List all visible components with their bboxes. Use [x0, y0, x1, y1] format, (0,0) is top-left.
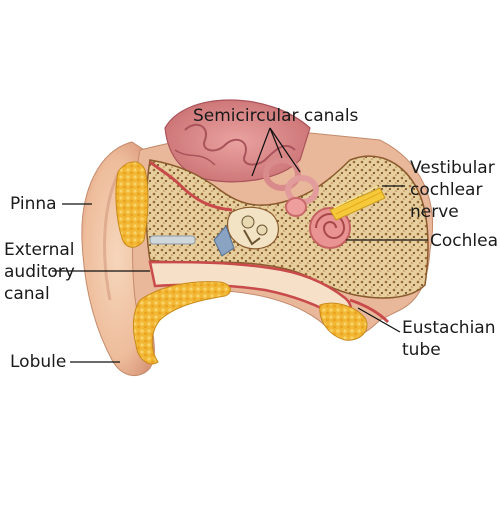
- label-cochlea: Cochlea: [430, 231, 498, 251]
- vestibular-nerve-shape: [329, 185, 386, 221]
- fatty-tissue-lower: [132, 281, 231, 365]
- label-semicircular-canals: Semicircular canals: [193, 106, 359, 126]
- middle-ear-cavity: [226, 206, 279, 250]
- label-external-line3: canal: [4, 284, 50, 304]
- label-eustachian-line2: tube: [402, 340, 441, 360]
- fatty-tissue-upper: [115, 161, 149, 248]
- fatty-tissue-right: [319, 302, 368, 341]
- label-vestibular-line2: cochlear: [410, 180, 483, 200]
- label-lobule: Lobule: [10, 352, 67, 372]
- label-eustachian-line1: Eustachian: [402, 318, 496, 338]
- label-external-line2: auditory: [4, 262, 75, 282]
- semicircular-canals-shape: [263, 157, 319, 217]
- leader-lines: [52, 127, 428, 363]
- label-vestibular-line3: nerve: [410, 202, 459, 222]
- label-vestibular-line1: Vestibular: [410, 158, 495, 178]
- label-pinna: Pinna: [10, 194, 57, 214]
- label-external-line1: External: [4, 240, 75, 260]
